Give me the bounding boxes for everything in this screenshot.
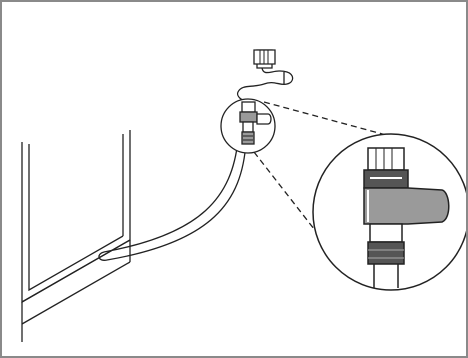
faucet-icon — [236, 49, 294, 102]
large-detail-circle — [312, 133, 466, 291]
small-detail-circle — [220, 98, 276, 154]
appliance-icon — [21, 130, 131, 342]
hose-icon — [98, 139, 247, 261]
